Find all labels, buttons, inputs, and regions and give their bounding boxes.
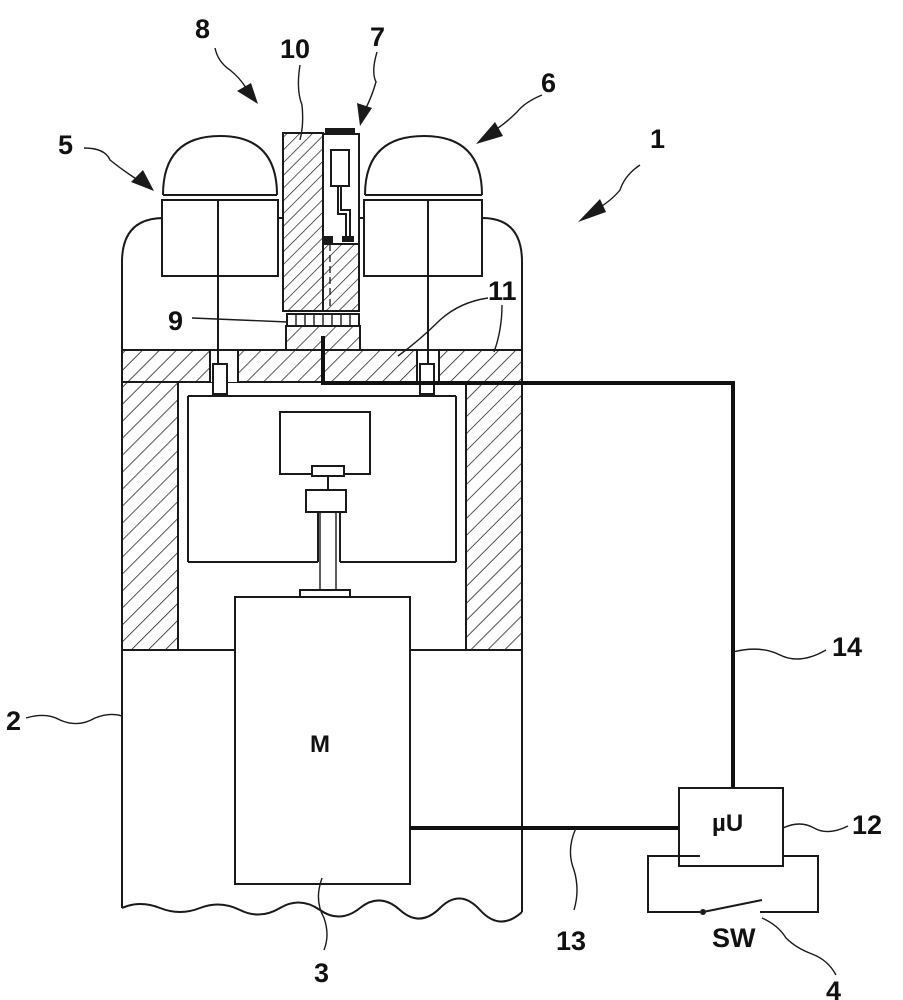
ref-label-5: 5 [58, 130, 73, 160]
wire-14 [321, 336, 735, 790]
ref-label-2: 2 [6, 706, 21, 736]
ref-label-8: 8 [195, 14, 210, 44]
ref-label-3: 3 [314, 958, 329, 988]
inner-chamber [177, 382, 467, 650]
ref-label-10: 10 [280, 34, 310, 64]
microcontroller-label: µU [712, 810, 743, 837]
left-wall [121, 381, 179, 651]
switch-circuit: SW [647, 855, 819, 953]
valve-right [363, 134, 483, 395]
ref-label-13: 13 [556, 926, 586, 956]
right-wall [465, 381, 523, 651]
ref-label-11: 11 [488, 276, 517, 306]
motor-block: M [234, 596, 411, 885]
ref-label-4: 4 [826, 976, 841, 1000]
switch-label: SW [712, 923, 756, 953]
ref-label-1: 1 [650, 124, 665, 154]
ref-label-7: 7 [370, 22, 385, 52]
motor-label: M [310, 731, 330, 758]
microcontroller-box: µU [678, 787, 784, 867]
sensor-column [282, 128, 361, 351]
valve-left [161, 134, 279, 395]
ref-label-9: 9 [168, 306, 183, 336]
ref-label-14: 14 [832, 632, 862, 662]
leader-lines [25, 47, 849, 976]
ref-label-12: 12 [852, 810, 882, 840]
ref-label-6: 6 [541, 68, 556, 98]
